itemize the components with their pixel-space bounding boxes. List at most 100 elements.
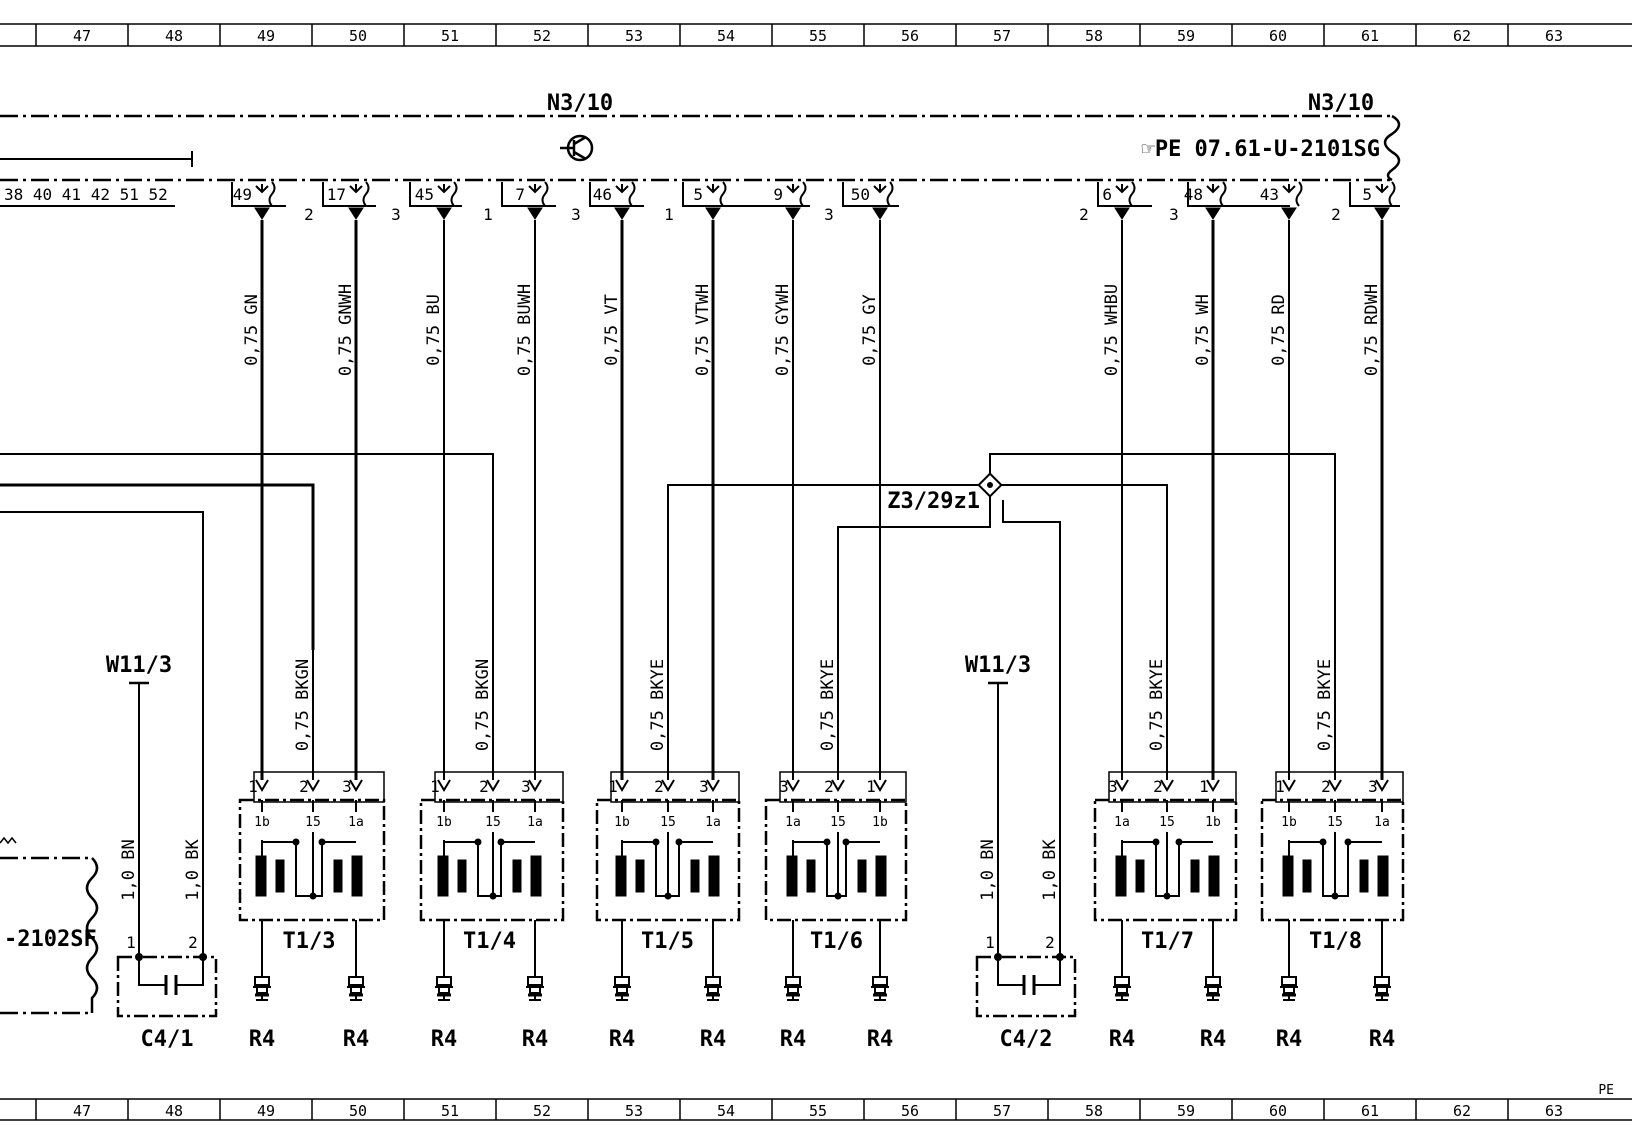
ruler-number: 56 (901, 27, 919, 45)
pin-arrow-icon (486, 779, 500, 792)
transistor-icon (560, 134, 594, 162)
module-label-left: N3/10 (547, 91, 613, 116)
splice-label: Z3/29z1 (887, 489, 980, 514)
ruler-number: 50 (349, 27, 367, 45)
connector-number: 2 (1079, 205, 1089, 224)
antenna-wire-label: 1,0 BK (183, 839, 203, 901)
pin-arrow-icon (254, 207, 270, 220)
partial-module-outline (0, 856, 92, 1015)
pin-number: 49 (233, 185, 252, 204)
pin-number: 43 (1260, 185, 1279, 204)
ruler-number: 62 (1453, 1102, 1471, 1120)
transformer-tap: 1b (436, 815, 452, 830)
ground-wire-label: 0,75 BKYE (1315, 659, 1335, 751)
transformer-pin: 2 (479, 777, 489, 796)
pin-arrow-icon (1205, 207, 1221, 220)
ruler-bottom (0, 1098, 1632, 1121)
transformer-tap: 1a (348, 815, 364, 830)
pin-arrow-icon (528, 779, 542, 792)
transformer-pin: 1 (1199, 777, 1209, 796)
connector-number: 1 (664, 205, 674, 224)
pin-arrow-icon (1328, 779, 1342, 792)
pin-arrow-icon (1160, 779, 1174, 792)
pin-number: 48 (1184, 185, 1203, 204)
spark-plug-icon (524, 968, 546, 1002)
ground-wire-label: 0,75 BKYE (1147, 659, 1167, 751)
spark-plug-icon (869, 968, 891, 1002)
ground-wire-label: 0,75 BKGN (293, 659, 313, 751)
spark-plug-icon (1111, 968, 1133, 1002)
spark-plug-label: R4 (1109, 1027, 1136, 1052)
module-label-right: N3/10 (1308, 91, 1374, 116)
pin-spring-icon (706, 181, 727, 207)
pin-spring-icon (1206, 181, 1227, 207)
pin-arrow-icon (785, 207, 801, 220)
pin-arrow-icon (831, 779, 845, 792)
connector-bracket (409, 182, 462, 207)
transformer-label: T1/8 (1309, 929, 1362, 954)
ruler-number: 55 (809, 27, 827, 45)
pin-arrow-icon (255, 779, 269, 792)
transformer-pin: 1 (248, 777, 258, 796)
pin-arrow-icon (1282, 779, 1296, 792)
transformer-pin: 3 (779, 777, 789, 796)
splice-icon (977, 472, 1003, 498)
capacitor-housing (116, 955, 218, 1018)
connector-bracket (842, 182, 899, 207)
wire-label: 0,75 RD (1269, 294, 1289, 366)
transformer-housing (764, 798, 908, 922)
antenna-wire-label: 1,0 BN (978, 839, 998, 900)
pin-number: 6 (1102, 185, 1112, 204)
coil-icon (437, 832, 542, 900)
transformer-terminal-box (1275, 771, 1404, 803)
wire-label: 0,75 BUWH (515, 284, 535, 376)
connector-bracket (501, 182, 556, 207)
ruler-number: 47 (73, 27, 91, 45)
spark-plug-label: R4 (431, 1027, 458, 1052)
wire-label: 0,75 RDWH (1362, 284, 1382, 376)
transformer-terminal-box (253, 771, 385, 803)
ruler-number: 62 (1453, 27, 1471, 45)
spark-plug-label: R4 (1200, 1027, 1227, 1052)
spark-plug-icon (433, 968, 455, 1002)
ruler-number: 51 (441, 27, 459, 45)
transformer-pin: 3 (1368, 777, 1378, 796)
transformer-tap: 15 (1159, 815, 1175, 830)
ruler-number: 59 (1177, 27, 1195, 45)
spark-plug-label: R4 (780, 1027, 807, 1052)
transformer-terminal-box (779, 771, 907, 803)
coil-icon (786, 832, 887, 900)
transformer-pin: 2 (654, 777, 664, 796)
ruler-number: 48 (165, 1102, 183, 1120)
partial-module-break (85, 857, 99, 1013)
wire-label: 0,75 GNWH (336, 284, 356, 376)
resistor-icon (0, 836, 17, 845)
pin-number: 45 (415, 185, 434, 204)
ruler-number: 52 (533, 27, 551, 45)
spark-plug-label: R4 (249, 1027, 276, 1052)
pin-arrow-icon (1375, 779, 1389, 792)
ruler-number: 52 (533, 1102, 551, 1120)
transformer-housing (238, 798, 386, 922)
connector-number: 2 (304, 205, 314, 224)
transformer-pin: 2 (299, 777, 309, 796)
spark-plug-icon (1202, 968, 1224, 1002)
connector-number: 3 (824, 205, 834, 224)
transformer-label: T1/7 (1141, 929, 1194, 954)
ruler-number: 63 (1545, 1102, 1563, 1120)
connector-number: 3 (1169, 205, 1179, 224)
pin-arrow-icon (873, 779, 887, 792)
transformer-pin: 1 (866, 777, 876, 796)
capacitor-pin: 1 (126, 933, 136, 952)
spark-plug-icon (345, 968, 367, 1002)
connector-bracket (322, 182, 376, 207)
transformer-pin: 2 (1153, 777, 1163, 796)
spark-plug-label: R4 (343, 1027, 370, 1052)
ground-wire-label: 0,75 BKGN (473, 659, 493, 751)
ruler-number: 60 (1269, 1102, 1287, 1120)
pin-arrow-icon (1114, 207, 1130, 220)
ruler-number: 48 (165, 27, 183, 45)
left-pin-list: 38 40 41 42 51 52 (4, 185, 168, 204)
pin-number: 5 (1362, 185, 1372, 204)
